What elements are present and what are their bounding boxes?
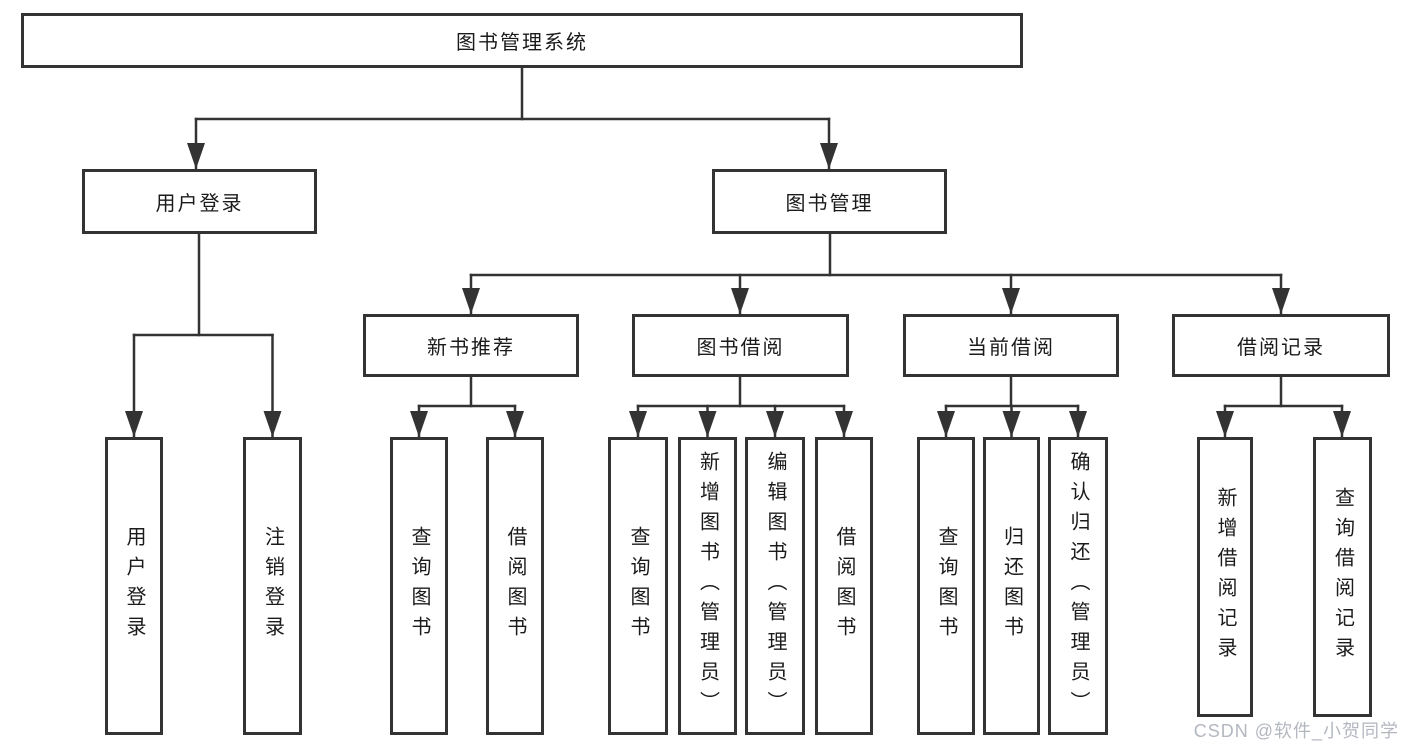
node-borrow-records: 借阅记录 — [1172, 314, 1390, 377]
node-book-management: 图书管理 — [712, 169, 947, 234]
node-label: 借阅图书 — [504, 526, 526, 646]
node-root-system: 图书管理系统 — [21, 13, 1023, 68]
leaf-edit-books-admin: 编辑图书（管理员） — [745, 437, 805, 735]
leaf-user-login: 用户登录 — [105, 437, 163, 735]
node-label: 当前借阅 — [967, 337, 1055, 359]
leaf-query-books-recommend: 查询图书 — [390, 437, 448, 735]
leaf-borrow-books-recommend: 借阅图书 — [486, 437, 544, 735]
leaf-logout: 注销登录 — [243, 437, 302, 735]
leaf-return-books: 归还图书 — [983, 437, 1040, 735]
node-label: 用户登录 — [123, 526, 145, 646]
node-label: 借阅记录 — [1237, 337, 1325, 359]
node-label: 归还图书 — [1000, 526, 1023, 646]
connector-bookmgmt-to-level3 — [462, 232, 1290, 315]
node-current-borrow: 当前借阅 — [903, 314, 1119, 377]
connector-bookborrow-to-leaves — [629, 375, 853, 438]
node-label: 借阅图书 — [833, 526, 855, 646]
node-label: 新书推荐 — [427, 337, 515, 359]
connector-userlogin-to-leaves — [125, 232, 282, 438]
node-label: 查询图书 — [627, 526, 649, 646]
node-label: 图书借阅 — [696, 337, 785, 359]
connector-root-to-level2 — [187, 65, 838, 170]
node-label: 用户登录 — [155, 193, 244, 215]
leaf-confirm-return-admin: 确认归还（管理员） — [1048, 437, 1108, 735]
connector-currentborrow-to-leaves — [937, 375, 1087, 438]
leaf-query-books-borrow: 查询图书 — [608, 437, 668, 735]
leaf-borrow-books: 借阅图书 — [815, 437, 873, 735]
connector-records-to-leaves — [1216, 375, 1351, 438]
node-label: 图书管理 — [785, 193, 874, 215]
node-label: 注销登录 — [261, 526, 284, 646]
csdn-watermark: CSDN @软件_小贺同学 — [1193, 721, 1399, 741]
node-new-book-recommend: 新书推荐 — [363, 314, 579, 377]
leaf-query-borrow-record: 查询借阅记录 — [1313, 437, 1372, 717]
node-book-borrow: 图书借阅 — [632, 314, 849, 377]
node-label: 新增图书（管理员） — [696, 451, 719, 721]
node-label: 确认归还（管理员） — [1067, 451, 1089, 721]
leaf-query-books-current: 查询图书 — [917, 437, 975, 735]
node-label: 查询借阅记录 — [1331, 487, 1354, 667]
node-user-login: 用户登录 — [82, 169, 317, 234]
leaf-add-books-admin: 新增图书（管理员） — [678, 437, 737, 735]
node-label: 编辑图书（管理员） — [764, 451, 786, 721]
node-label: 新增借阅记录 — [1214, 487, 1236, 667]
node-label: 查询图书 — [408, 526, 430, 646]
connector-newbook-to-leaves — [410, 375, 524, 438]
leaf-add-borrow-record: 新增借阅记录 — [1197, 437, 1253, 717]
node-label: 图书管理系统 — [456, 32, 588, 54]
node-label: 查询图书 — [935, 526, 957, 646]
